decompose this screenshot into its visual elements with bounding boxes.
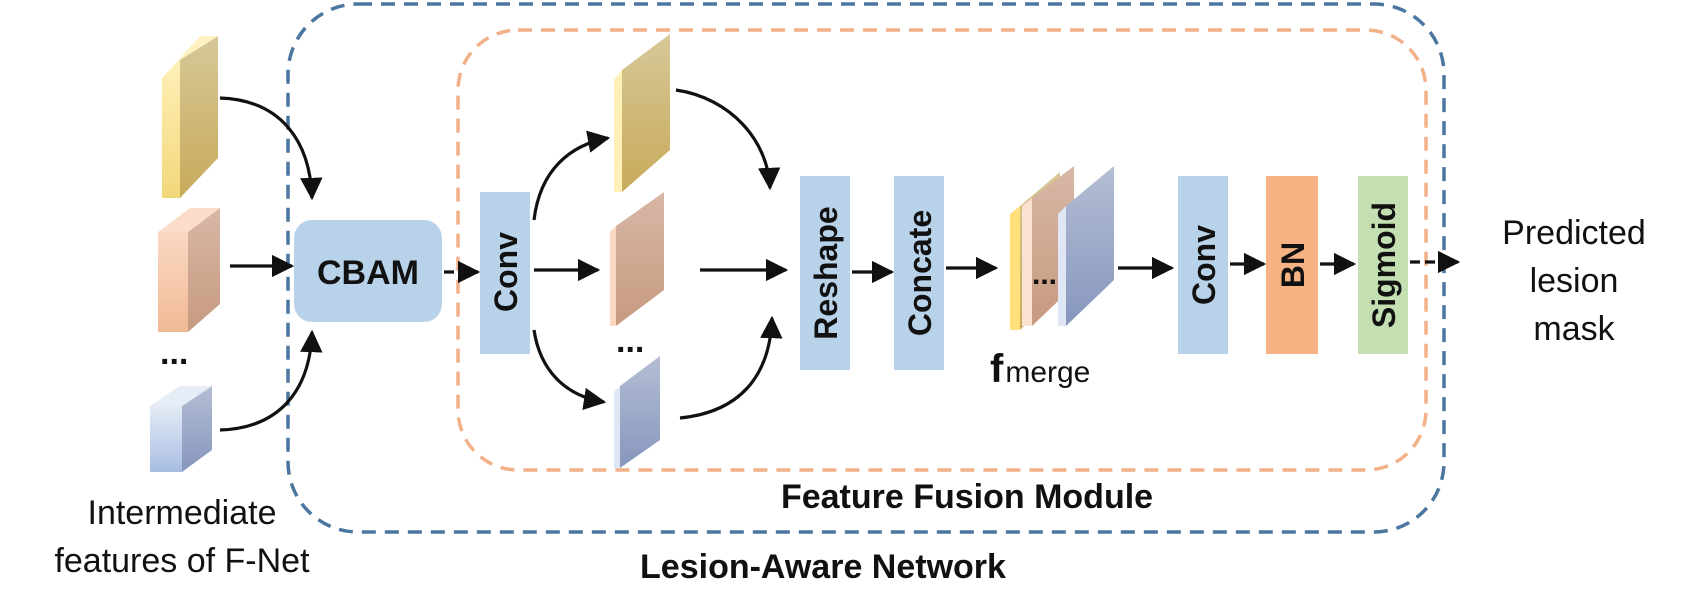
sigmoid-block [1358, 176, 1408, 354]
merge-label-main: f [990, 347, 1004, 391]
input-ellipsis: ... [160, 334, 188, 372]
bn-label: BN [1275, 242, 1311, 288]
input-feature-peach [158, 208, 220, 332]
output-label-line1: Predicted [1502, 214, 1646, 252]
inner-module-border [456, 28, 1428, 472]
conv2-label: Conv [1186, 225, 1222, 305]
merge-label-sub: merge [1005, 356, 1090, 389]
merge-label: fmerge [990, 347, 1090, 391]
output-label-line3: mask [1533, 310, 1615, 348]
merge-ellipsis: ... [1032, 258, 1057, 291]
arrow-blue-to-cbam [219, 329, 323, 432]
output-label-line2: lesion [1530, 262, 1619, 300]
outer-module-label: Lesion-Aware Network [640, 548, 1006, 586]
conv1-label: Conv [488, 232, 524, 312]
cbam-label: CBAM [317, 254, 419, 292]
merged-feature-stack [1010, 166, 1114, 330]
inner-module-label: Feature Fusion Module [781, 478, 1153, 516]
arrow-conv1-to-blue [532, 329, 607, 410]
input-feature-blue [150, 386, 212, 472]
reshape-block [800, 176, 850, 370]
mid-feature-peach [610, 192, 664, 326]
input-label-line2: features of F-Net [54, 542, 310, 580]
input-feature-yellow [162, 36, 218, 198]
concate-block [894, 176, 944, 370]
bn-block [1266, 176, 1318, 354]
concate-label: Concate [902, 210, 938, 336]
conv2-block [1178, 176, 1228, 354]
cbam-block [294, 220, 442, 322]
conv1-block [480, 192, 530, 354]
sigmoid-label: Sigmoid [1366, 202, 1402, 328]
arrow-blue-to-reshape [679, 315, 783, 420]
input-label-line1: Intermediate [88, 494, 277, 532]
mid-ellipsis: ... [616, 322, 644, 360]
arrow-conv1-to-yellow [532, 130, 611, 221]
mid-feature-blue [614, 356, 660, 468]
arrow-yellow-to-reshape [675, 88, 781, 191]
reshape-label: Reshape [808, 206, 844, 339]
mid-feature-yellow [614, 34, 670, 192]
arrow-yellow-to-cbam [219, 96, 323, 201]
